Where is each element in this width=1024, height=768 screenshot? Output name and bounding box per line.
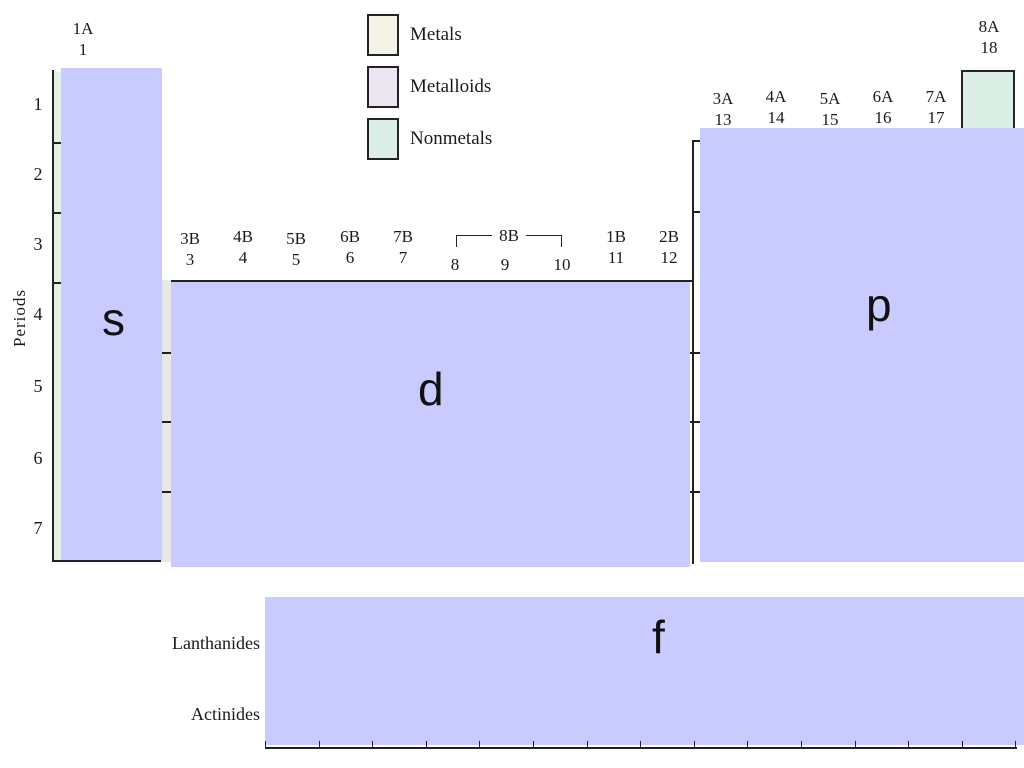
lanthanides-label: Lanthanides	[172, 633, 260, 653]
f-block-label: f	[652, 611, 665, 663]
bracket-8b-left-tick	[456, 235, 457, 247]
legend-metalloids-label: Metalloids	[410, 76, 492, 97]
d-block	[171, 282, 690, 567]
tick-right-period-5	[684, 421, 700, 423]
period-1: 1	[33, 94, 43, 114]
tick-left-period-1	[52, 142, 62, 144]
bracket-8b-right-line	[526, 235, 562, 236]
period-4: 4	[33, 304, 43, 324]
tick-right-period-6	[684, 491, 700, 493]
legend-nonmetals-label: Nonmetals	[410, 128, 493, 149]
tick-period-5	[160, 421, 172, 423]
legend-metals-swatch	[367, 14, 399, 56]
legend-metalloids-swatch	[367, 66, 399, 108]
group-1-cell-strip	[53, 72, 61, 560]
f-block-tick	[372, 741, 374, 748]
p-block	[700, 128, 1024, 562]
tick-right-period-4	[684, 352, 700, 354]
f-block-tick	[908, 741, 910, 748]
group-8b-label: 8B	[499, 226, 519, 245]
f-block-tick	[318, 741, 320, 748]
f-block-tick	[747, 741, 749, 748]
group-8-header: 8	[450, 255, 460, 274]
legend-nonmetals-swatch	[367, 118, 399, 160]
f-block-tick	[801, 741, 802, 748]
tick-period-4	[160, 352, 172, 354]
bottom-frame-line	[52, 560, 172, 562]
left-frame-line	[52, 70, 54, 562]
f-block	[265, 597, 1024, 745]
s-block-label: s	[102, 293, 125, 345]
legend-metals-label: Metals	[410, 24, 462, 45]
d-block-label: d	[418, 363, 444, 415]
group-10-header: 10	[553, 255, 571, 274]
bracket-8b-right-tick	[561, 235, 562, 247]
f-block-tick	[533, 741, 534, 748]
group-9-header: 9	[500, 255, 510, 274]
f-block-bottom-line	[265, 747, 1017, 749]
f-block-tick	[425, 741, 427, 748]
period-5: 5	[33, 376, 43, 396]
period-7: 7	[33, 518, 43, 538]
f-block-tick	[961, 741, 963, 748]
tick-left-period-2	[52, 212, 62, 214]
s-block	[61, 68, 162, 560]
actinides-label: Actinides	[191, 704, 260, 724]
tick-period-6	[160, 491, 172, 493]
p-block-label: p	[866, 279, 892, 331]
period-2: 2	[33, 164, 43, 184]
f-block-tick	[479, 741, 481, 748]
p-block-top-tick	[692, 140, 702, 142]
f-block-tick	[854, 741, 856, 748]
f-block-tick	[693, 741, 695, 748]
f-block-tick	[586, 741, 588, 748]
f-block-tick	[1015, 741, 1017, 748]
tick-left-period-3	[52, 282, 62, 284]
d-block-top-line	[171, 280, 693, 282]
period-6: 6	[33, 448, 43, 468]
period-3: 3	[33, 234, 43, 254]
p-block-period-2-tick	[692, 211, 702, 213]
bracket-8b-left-line	[456, 235, 492, 236]
f-block-tick	[640, 741, 642, 748]
f-block-tick	[265, 741, 266, 748]
